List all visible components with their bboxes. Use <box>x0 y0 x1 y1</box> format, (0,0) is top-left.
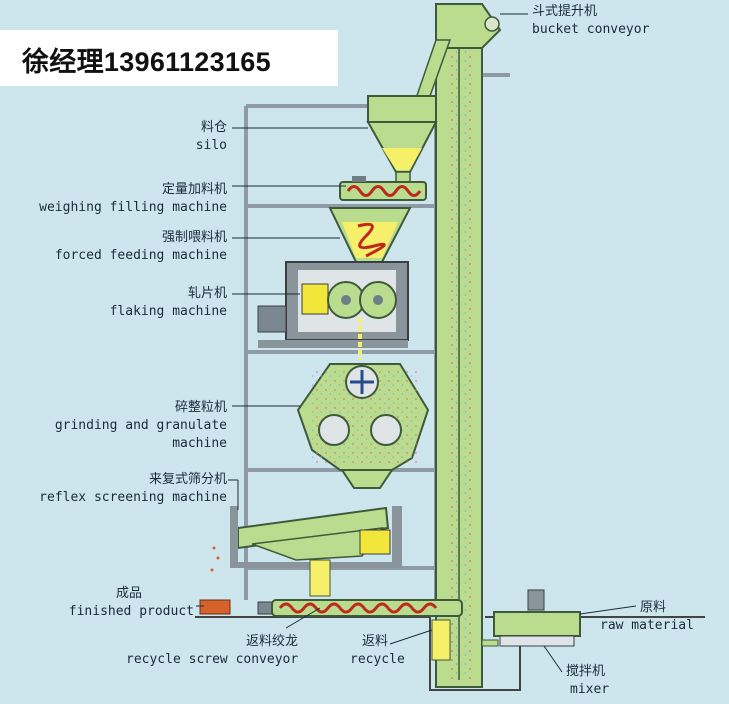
contact-banner: 徐经理13961123165 <box>0 30 338 86</box>
label-silo-en: silo <box>195 138 227 153</box>
contact-text: 徐经理13961123165 <box>22 47 271 77</box>
flaking-machine <box>257 261 409 360</box>
mixer <box>481 589 581 647</box>
label-recycle-zh: 返料 <box>362 634 389 649</box>
label-forced-zh: 强制喂料机 <box>161 230 227 245</box>
label-weighing-en: weighing filling machine <box>39 200 227 215</box>
label-mixer-en: mixer <box>570 682 610 697</box>
grinding-machine <box>296 363 430 489</box>
label-recycle-screw-zh: 返料绞龙 <box>246 634 299 649</box>
label-weighing-zh: 定量加料机 <box>161 182 227 197</box>
silo <box>366 95 438 183</box>
label-mixer-zh: 搅拌机 <box>566 664 606 679</box>
label-finished-zh: 成品 <box>115 586 142 601</box>
finished-product-tray <box>199 599 231 615</box>
label-forced-en: forced feeding machine <box>54 248 227 263</box>
forced-feeder <box>328 207 412 263</box>
label-screen-en: reflex screening machine <box>39 490 227 505</box>
label-recycle-en: recycle <box>350 652 405 667</box>
recycle-screw-conveyor <box>257 599 463 661</box>
label-raw-zh: 原料 <box>640 600 667 615</box>
leader-lines <box>196 13 637 673</box>
label-flaking-en: flaking machine <box>109 304 227 319</box>
label-finished-en: finished product <box>68 604 194 619</box>
label-flaking-zh: 轧片机 <box>187 286 227 301</box>
weighing-screw <box>339 176 427 201</box>
label-silo-zh: 料仓 <box>200 120 227 135</box>
bucket-elevator <box>410 3 502 688</box>
label-screen-zh: 来复式筛分机 <box>148 472 227 487</box>
label-grinding-en-2: machine <box>172 436 227 451</box>
label-grinding-en-1: grinding and granulate <box>54 418 227 433</box>
label-recycle-screw-en: recycle screw conveyor <box>126 652 299 667</box>
screening-machine <box>210 506 402 597</box>
label-raw-en: raw material <box>600 618 694 633</box>
label-bucket-conveyor-en: bucket conveyor <box>532 22 650 37</box>
label-bucket-conveyor-zh: 斗式提升机 <box>532 4 598 19</box>
label-grinding-zh: 碎整粒机 <box>174 400 227 415</box>
